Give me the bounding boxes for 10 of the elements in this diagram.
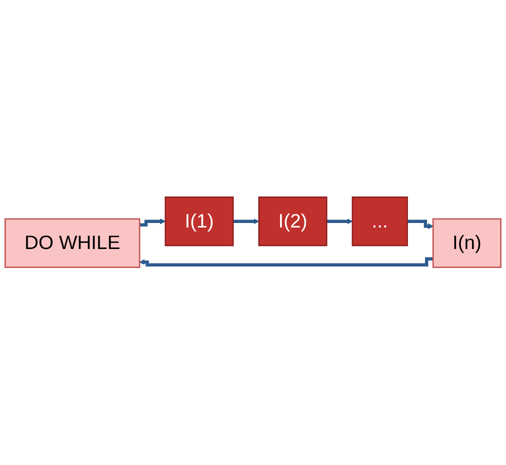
node-box: I(2) [258,196,328,246]
arrow [326,218,353,224]
node-box: I(n) [432,218,502,268]
arrow [140,218,166,227]
arrow [233,218,260,224]
arrow [139,258,434,267]
node-box: I(1) [164,196,234,246]
arrow [407,220,434,230]
node-box: DO WHILE [4,218,140,268]
node-box: ... [352,196,408,246]
